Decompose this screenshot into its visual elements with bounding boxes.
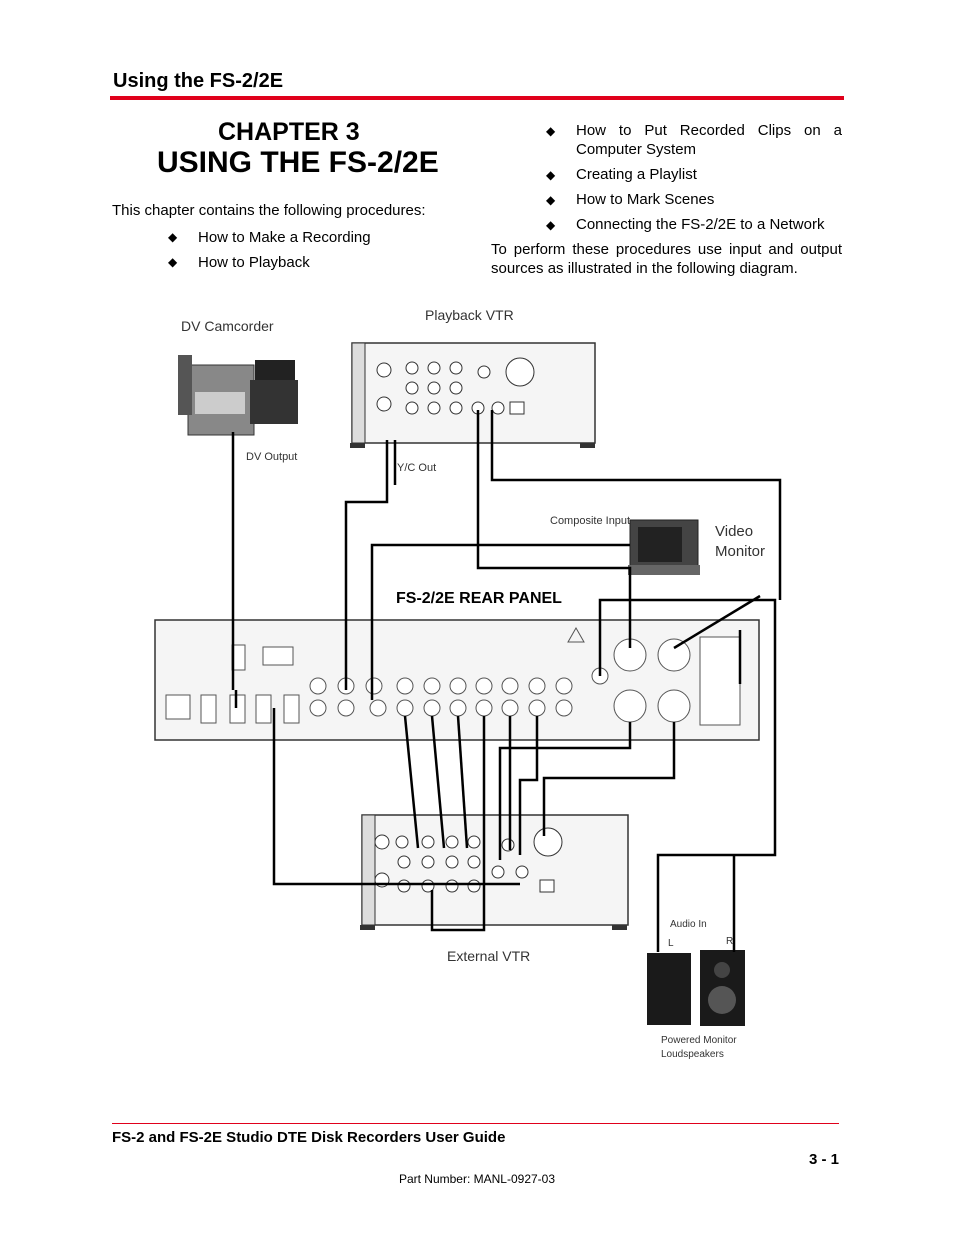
composite-input-label: Composite Input (550, 515, 630, 527)
connection-diagram: DV Camcorder Playback VTR DV Output Y/C … (154, 307, 782, 1060)
header-rule (110, 96, 844, 100)
diamond-bullet-icon: ◆ (168, 255, 178, 269)
list-item: ◆How to Put Recorded Clips on a Computer… (546, 122, 842, 158)
chapter-title: USING THE FS-2/2E (157, 146, 439, 179)
right-channel-label: R (726, 936, 733, 947)
list-item: ◆Creating a Playlist (546, 166, 697, 183)
list-item: ◆How to Playback (168, 254, 310, 271)
diamond-bullet-icon: ◆ (546, 124, 556, 138)
diamond-bullet-icon: ◆ (168, 230, 178, 244)
list-item: ◆How to Make a Recording (168, 229, 371, 246)
external-vtr-label: External VTR (447, 948, 530, 964)
page-header-title: Using the FS-2/2E (113, 70, 284, 92)
footer-rule (112, 1123, 839, 1124)
diamond-bullet-icon: ◆ (546, 193, 556, 207)
rear-panel-label: FS-2/2E REAR PANEL (396, 590, 562, 607)
playback-vtr-device (350, 342, 596, 448)
footer-title: FS-2 and FS-2E Studio DTE Disk Recorders… (112, 1129, 506, 1146)
list-item: ◆How to Mark Scenes (546, 191, 715, 208)
playback-vtr-label: Playback VTR (425, 307, 514, 323)
page-number: 3 - 1 (809, 1151, 840, 1168)
fs2-rear-panel-device (154, 619, 760, 741)
part-number: Part Number: MANL-0927-03 (398, 1172, 556, 1186)
camcorder-label: DV Camcorder (181, 318, 274, 334)
left-channel-label: L (668, 938, 674, 949)
video-monitor-icon (628, 519, 700, 575)
loudspeakers-icon (647, 950, 745, 1026)
dv-output-label: DV Output (246, 451, 297, 463)
procedure-list-right: ◆How to Put Recorded Clips on a Computer… (546, 121, 842, 240)
diamond-bullet-icon: ◆ (546, 168, 556, 182)
list-item: ◆Connecting the FS-2/2E to a Network (546, 216, 825, 233)
audio-in-label: Audio In (670, 919, 707, 930)
cable-lines (231, 410, 782, 952)
yc-out-label: Y/C Out (397, 462, 436, 474)
diamond-bullet-icon: ◆ (546, 218, 556, 232)
external-vtr-device (360, 814, 629, 930)
procedure-list-left: ◆How to Make a Recording ◆How to Playbac… (168, 229, 468, 279)
intro-text: This chapter contains the following proc… (112, 202, 426, 219)
dv-camcorder-icon (178, 355, 298, 436)
perform-text: To perform these procedures use input an… (491, 241, 842, 277)
chapter-number: CHAPTER 3 (218, 118, 360, 146)
